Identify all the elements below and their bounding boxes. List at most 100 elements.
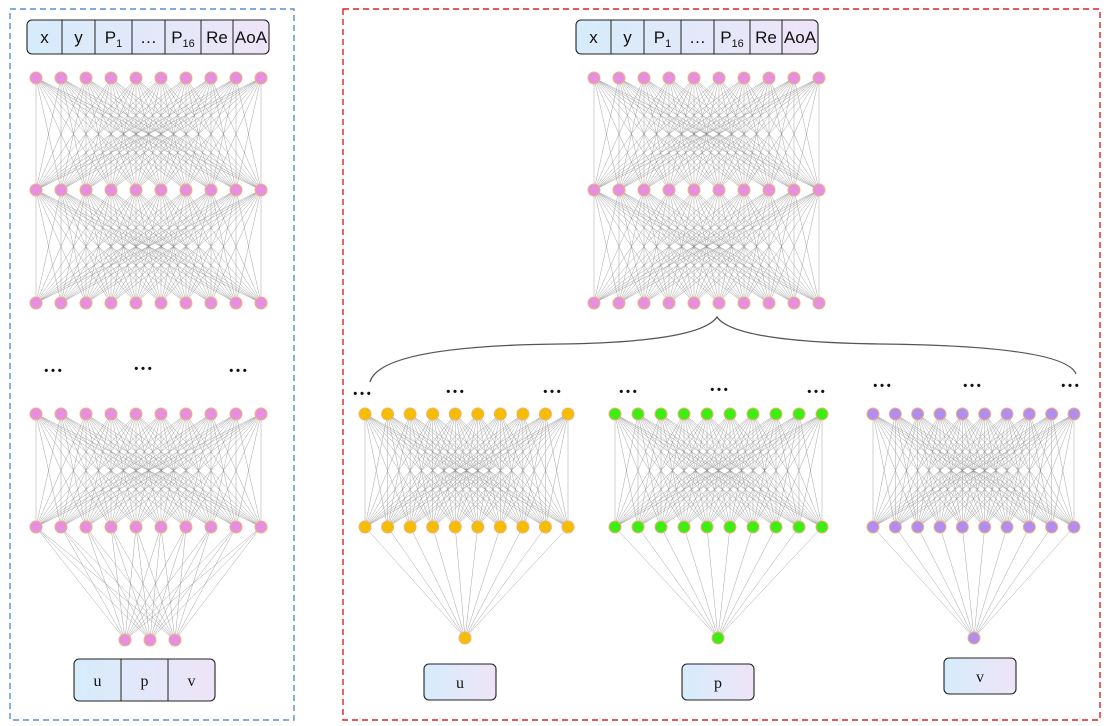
left-hidden-layer-2 (29, 183, 268, 197)
neuron-node (79, 296, 93, 310)
neuron-node (1045, 407, 1059, 421)
connection-line (614, 413, 823, 528)
connection-line (668, 77, 820, 191)
neuron-node (911, 520, 925, 534)
input-field-main: … (689, 28, 706, 47)
connection-line (60, 526, 126, 641)
connection-line (872, 413, 1008, 528)
neuron-node (631, 407, 645, 421)
neuron-nodes (29, 71, 1081, 647)
neuron-node (888, 407, 902, 421)
connection-line (160, 189, 262, 304)
connection-line (693, 189, 820, 304)
connection-line (872, 413, 896, 528)
input-field-label: P16 (171, 28, 195, 50)
neuron-node (493, 520, 507, 534)
connection-line (160, 77, 262, 191)
connection-line (235, 413, 262, 528)
connection-line (35, 413, 62, 528)
connection-line (35, 189, 212, 304)
output-label-v: v (976, 669, 984, 686)
branch-u-ellipsis-marker: … (445, 376, 465, 398)
neuron-node (561, 407, 575, 421)
connection-line (872, 526, 975, 639)
input-box-outline (26, 19, 270, 55)
neuron-node (358, 407, 372, 421)
branch-v-hidden-connections (872, 413, 1075, 528)
neuron-node (815, 520, 829, 534)
connection-line (185, 189, 262, 304)
connection-line (743, 77, 820, 191)
connection-line (872, 413, 1030, 528)
connection-line (917, 526, 975, 639)
connection-line (124, 526, 262, 641)
input-field-main: AoA (235, 28, 268, 47)
connection-line (593, 189, 720, 304)
neuron-node (888, 520, 902, 534)
connection-line (35, 77, 62, 191)
connection-line (683, 413, 823, 528)
input-field-main: … (140, 28, 157, 47)
connection-line (364, 413, 478, 528)
neuron-node (29, 407, 43, 421)
neuron-node (662, 71, 676, 85)
connection-line (135, 77, 262, 191)
branch-p-output-node (711, 631, 725, 645)
connection-line (917, 413, 1075, 528)
neuron-node (179, 520, 193, 534)
connection-line (409, 413, 569, 528)
neuron-node (792, 407, 806, 421)
input-field-label: AoA (235, 28, 268, 47)
connection-line (500, 413, 569, 528)
neuron-node (79, 183, 93, 197)
connection-line (35, 77, 187, 191)
connection-line (210, 77, 262, 191)
neuron-node (911, 407, 925, 421)
branch-p-hidden-connections (614, 413, 823, 528)
connection-line (35, 413, 262, 528)
neuron-node (1000, 520, 1014, 534)
neuron-node (403, 407, 417, 421)
connection-line (110, 413, 262, 528)
branch-u-output-box: u (423, 663, 497, 701)
connection-line (973, 526, 1030, 639)
connection-line (614, 413, 685, 528)
neuron-node (29, 520, 43, 534)
neuron-node (967, 631, 981, 645)
neuron-node (229, 520, 243, 534)
connection-line (545, 413, 569, 528)
connection-line (718, 77, 820, 191)
branch-u-ellipsis-marker: … (542, 376, 562, 398)
connection-line (185, 77, 262, 191)
neuron-node (815, 407, 829, 421)
connection-line (364, 526, 466, 639)
connection-line (593, 189, 770, 304)
neuron-node (254, 183, 268, 197)
connection-line (210, 413, 262, 528)
neuron-node (54, 183, 68, 197)
connection-line (872, 413, 985, 528)
neuron-node (204, 407, 218, 421)
neuron-node (637, 71, 651, 85)
connection-line (35, 189, 62, 304)
connection-line (614, 413, 662, 528)
neuron-node (254, 407, 268, 421)
neuron-node (955, 520, 969, 534)
neuron-node (516, 520, 530, 534)
neuron-node (700, 520, 714, 534)
connection-line (872, 413, 918, 528)
connection-line (593, 189, 795, 304)
input-field-main: Re (206, 28, 228, 47)
connection-line (1029, 413, 1075, 528)
neuron-node (104, 71, 118, 85)
connection-line (593, 77, 720, 191)
neuron-node (787, 296, 801, 310)
branch-u-output-connections (364, 526, 569, 639)
neuron-node (955, 407, 969, 421)
connection-line (364, 413, 501, 528)
input-field-label: … (140, 28, 157, 47)
input-field-subscript: 16 (183, 38, 195, 50)
left-model-frame (9, 8, 295, 721)
